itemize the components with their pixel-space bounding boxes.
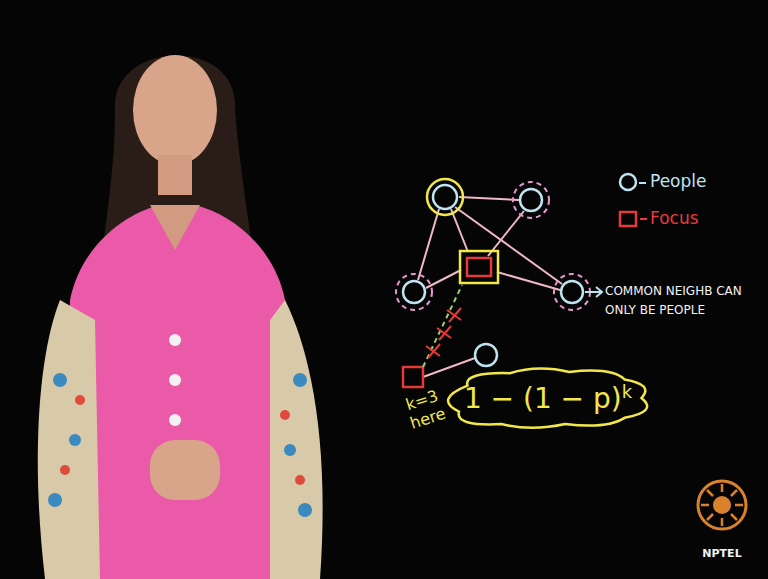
- forbidden-link: [423, 285, 462, 367]
- focus-square: [403, 367, 423, 387]
- left-sleeve: [38, 300, 100, 579]
- callout-note: COMMON NEIGHB CAN ONLY BE PEOPLE: [605, 282, 755, 320]
- buttons: [169, 334, 181, 426]
- focus-highlight: [460, 251, 498, 283]
- logo-text: NPTEL: [702, 547, 741, 560]
- parameter-note: k=3 here: [398, 384, 452, 434]
- links: [418, 197, 562, 377]
- face: [133, 55, 217, 165]
- neckline: [150, 205, 200, 250]
- legend-sample: [620, 174, 636, 190]
- sleeve-pattern: [48, 373, 312, 517]
- dashed-circles: [396, 182, 590, 310]
- people-circles: [403, 185, 583, 366]
- formula: 1 − (1 − p)k: [464, 381, 632, 415]
- highlight-circle: [427, 179, 463, 215]
- legend-text: Focus: [650, 208, 699, 228]
- legend-text: People: [650, 171, 706, 191]
- nptel-logo: [698, 481, 746, 529]
- neck: [158, 155, 192, 195]
- legend-sample: [620, 212, 636, 226]
- focus-square: [467, 258, 491, 276]
- formula-exponent: k: [622, 381, 632, 402]
- formula-base: 1 − (1 − p): [464, 382, 622, 415]
- cross-marks: [426, 308, 461, 358]
- right-sleeve: [270, 300, 323, 579]
- formula-cloud: 1 − (1 − p)k: [442, 367, 654, 429]
- legend-dash: [640, 218, 647, 220]
- legend-dash: [639, 182, 646, 184]
- callout-arrow: [585, 287, 602, 297]
- hands: [150, 440, 220, 500]
